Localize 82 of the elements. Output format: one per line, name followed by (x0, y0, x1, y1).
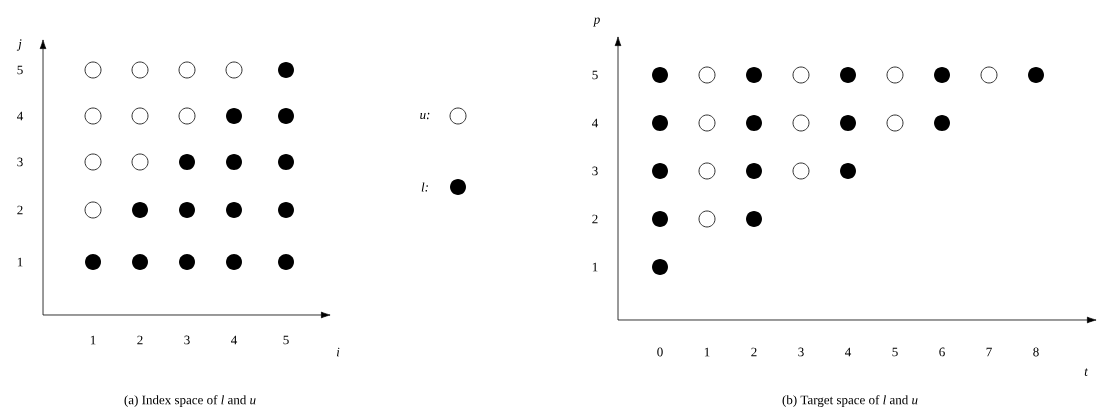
open-circle (698, 66, 716, 84)
open-circle (84, 107, 102, 125)
filled-dot (278, 108, 294, 124)
open-circle (792, 162, 810, 180)
tick-label: 0 (657, 347, 663, 357)
filled-dot (1028, 67, 1044, 83)
tick-label: 4 (17, 111, 24, 121)
filled-dot (226, 202, 242, 218)
filled-dot (652, 259, 668, 275)
caption: (a) Index space of l and u (124, 395, 256, 407)
filled-dot (652, 115, 668, 131)
tick-label: 2 (751, 347, 757, 357)
filled-dot (746, 115, 762, 131)
filled-dot (226, 108, 242, 124)
axis-label: t (1084, 368, 1089, 376)
filled-dot (840, 67, 856, 83)
filled-dot (132, 202, 148, 218)
open-circle (886, 66, 904, 84)
open-circle (886, 114, 904, 132)
open-circle (698, 210, 716, 228)
tick-label: 5 (17, 65, 23, 75)
tick-label: 1 (17, 257, 23, 267)
open-circle (178, 61, 196, 79)
filled-dot (934, 115, 950, 131)
filled-dot (652, 163, 668, 179)
filled-dot (840, 115, 856, 131)
filled-dot (278, 202, 294, 218)
tick-label: 5 (592, 70, 598, 80)
tick-label: 5 (892, 347, 898, 357)
filled-dot (179, 154, 195, 170)
tick-label: 2 (137, 335, 143, 345)
open-circle (225, 61, 243, 79)
filled-dot (226, 254, 242, 270)
legend-label: l: (421, 182, 428, 192)
open-circle (84, 61, 102, 79)
open-circle (178, 107, 196, 125)
open-circle (792, 114, 810, 132)
caption: (b) Target space of l and u (782, 395, 918, 407)
tick-label: 3 (17, 157, 23, 167)
tick-label: 3 (184, 335, 190, 345)
filled-dot (278, 62, 294, 78)
tick-label: 1 (592, 262, 598, 272)
tick-label: 1 (704, 347, 710, 357)
tick-label: 4 (231, 335, 238, 345)
open-circle (131, 61, 149, 79)
tick-label: 2 (592, 214, 598, 224)
filled-dot (85, 254, 101, 270)
filled-dot (278, 154, 294, 170)
legend-label: u: (420, 112, 430, 120)
open-circle (131, 107, 149, 125)
open-circle (698, 114, 716, 132)
tick-label: 5 (283, 335, 289, 345)
filled-dot (840, 163, 856, 179)
tick-label: 4 (592, 118, 599, 128)
axis-label: i (336, 347, 340, 357)
filled-dot (652, 211, 668, 227)
axis-label: j (16, 39, 22, 51)
filled-dot (132, 254, 148, 270)
filled-dot (934, 67, 950, 83)
open-circle (84, 153, 102, 171)
tick-label: 3 (798, 347, 804, 357)
axis-label: p (593, 17, 600, 27)
open-circle (980, 66, 998, 84)
tick-label: 8 (1033, 347, 1039, 357)
tick-label: 3 (592, 166, 598, 176)
filled-dot (746, 67, 762, 83)
tick-label: 1 (90, 335, 96, 345)
filled-dot (652, 67, 668, 83)
tick-label: 2 (17, 205, 23, 215)
filled-dot (278, 254, 294, 270)
tick-label: 7 (986, 347, 992, 357)
filled-dot (179, 254, 195, 270)
filled-dot (179, 202, 195, 218)
open-circle (131, 153, 149, 171)
filled-dot (226, 154, 242, 170)
open-circle (698, 162, 716, 180)
open-circle (792, 66, 810, 84)
tick-label: 4 (845, 347, 852, 357)
tick-label: 6 (939, 347, 945, 357)
filled-dot (746, 211, 762, 227)
filled-dot (746, 163, 762, 179)
open-circle (84, 201, 102, 219)
